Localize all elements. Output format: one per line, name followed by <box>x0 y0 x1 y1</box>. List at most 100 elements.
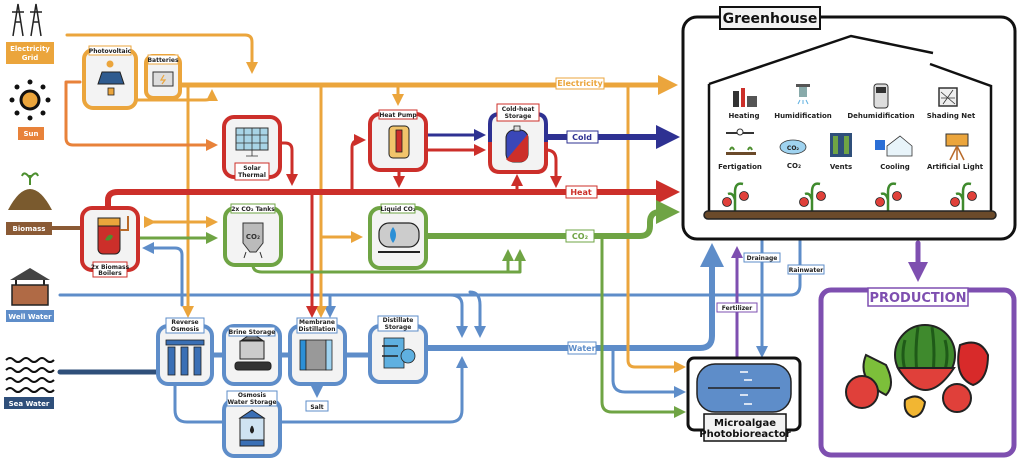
liquid-co2-node[interactable]: Liquid CO₂ <box>368 203 428 270</box>
production-title: PRODUCTION <box>869 291 966 306</box>
biomass-boilers-node[interactable]: 2x Biomass Boilers <box>80 206 140 278</box>
solar-thermal-panel-icon <box>235 127 269 157</box>
heating-label: Heating <box>728 112 759 120</box>
greenhouse-system-humidification: Humidification <box>774 84 832 120</box>
raceway-pond-icon <box>696 363 792 413</box>
source-well-water: Well Water <box>6 268 54 322</box>
liquid-co2-label: Liquid CO₂ <box>380 206 415 213</box>
humidifier-icon <box>796 84 810 105</box>
heat-to-heatpump <box>350 134 366 194</box>
source-sea-water: Sea Water <box>4 357 55 409</box>
source-sun: Sun <box>9 79 51 140</box>
cooling-label: Cooling <box>880 163 910 171</box>
well-water-label: Well Water <box>8 313 52 321</box>
co2-tanks-node[interactable]: CO₂ 2x CO₂ Tanks <box>223 203 283 267</box>
source-electricity-grid: Electricity Grid <box>6 3 54 64</box>
microalgae-label-2: Photobioreactor <box>699 429 790 440</box>
co2-to-microalgae <box>600 234 686 418</box>
tomato-plant-icon <box>722 182 749 211</box>
biomass-boilers-label: 2x Biomass <box>91 264 130 271</box>
tomato-plant-icon <box>950 182 977 211</box>
co2-line <box>423 200 680 239</box>
tomato-plants <box>722 182 977 211</box>
waves-icon <box>5 357 55 393</box>
brine-storage-label: Brine Storage <box>229 329 276 336</box>
water-storage-icon <box>238 409 266 447</box>
osmosis-water-storage-label-2: Water Storage <box>227 399 276 406</box>
source-biomass: Biomass <box>6 172 80 235</box>
greenhouse-system-artificial-light: Artificial Light <box>927 133 984 171</box>
greenhouse-system-shading-net: Shading Net <box>927 87 976 120</box>
batteries-node[interactable]: Batteries <box>144 54 182 100</box>
water-to-boiler <box>142 242 184 307</box>
heat-pump-label: Heat Pump <box>379 112 417 119</box>
sun-label: Sun <box>23 130 38 138</box>
cold-heat-storage-node[interactable]: Cold-heat Storage <box>488 103 548 174</box>
cold-heat-storage-label: Cold-heat <box>502 106 535 113</box>
solar-thermal-node[interactable]: Solar Thermal <box>222 115 282 181</box>
reverse-osmosis-label: Reverse <box>171 319 198 326</box>
vegetables-icon <box>845 324 990 419</box>
cooling-icon <box>875 135 913 157</box>
greenhouse-roof <box>707 34 993 214</box>
co2-tanks-label: 2x CO₂ Tanks <box>231 206 275 213</box>
tomato-plant-icon <box>799 182 826 211</box>
heat-pump-icon <box>388 125 410 159</box>
greenhouse-panel[interactable]: Greenhouse Heating Humidification Dehumi… <box>681 6 1017 241</box>
solar-thermal-label: Solar <box>243 165 261 172</box>
flow-labels: Electricity Cold Heat CO₂ Water Drainage… <box>555 77 825 355</box>
co2-label: CO₂ <box>787 162 801 170</box>
shading-net-label: Shading Net <box>927 112 976 120</box>
vents-label: Vents <box>830 163 852 171</box>
greenhouse-system-co2: CO₂ CO₂ <box>779 139 807 170</box>
distillate-tank-icon <box>382 337 416 369</box>
water-line <box>423 243 724 351</box>
brine-storage-node[interactable]: Brine Storage <box>222 324 282 386</box>
battery-icon <box>152 71 174 87</box>
tomato-plant-icon <box>875 182 902 211</box>
vents-icon <box>830 133 852 157</box>
distillate-storage-label-2: Storage <box>385 324 412 331</box>
heat-pump-node[interactable]: Heat Pump <box>368 109 428 172</box>
fertigation-icon <box>726 128 756 155</box>
co2-tank-icon-text: CO₂ <box>246 233 260 241</box>
electricity-flow-label: Electricity <box>557 79 603 88</box>
sea-water-label-box <box>4 397 54 409</box>
rainwater-label: Rainwater <box>789 267 824 274</box>
solar-thermal-label-2: Thermal <box>238 172 266 179</box>
distillate-storage-node[interactable]: Distillate Storage <box>368 315 428 384</box>
batteries-label: Batteries <box>147 57 179 64</box>
sun-icon <box>9 79 51 121</box>
electricity-grid-label-box <box>6 42 54 64</box>
membrane-distillation-label: Membrane <box>299 319 335 326</box>
co2-cloud-icon-text: CO₂ <box>787 145 800 152</box>
gas-cylinder-icon <box>505 125 529 163</box>
membrane-distillation-label-2: Distillation <box>298 326 335 333</box>
electricity-to-microalgae <box>626 83 686 373</box>
membrane-distillation-node[interactable]: Membrane Distillation Salt <box>288 317 347 412</box>
photovoltaic-label: Photovoltaic <box>89 48 132 55</box>
well-water-label-box <box>6 310 54 322</box>
biomass-pile-icon <box>8 172 52 210</box>
sun-label-box <box>18 127 44 140</box>
humidification-label: Humidification <box>774 112 832 120</box>
production-panel[interactable]: PRODUCTION <box>818 287 1017 458</box>
grid-line <box>65 33 258 74</box>
microalgae-photobioreactor-node[interactable]: Microalgae Photobioreactor <box>686 356 802 442</box>
biomass-boilers-label-2: Boilers <box>98 270 122 277</box>
membrane-icon <box>299 339 333 371</box>
greenhouse-system-dehumidification: Dehumidification <box>847 83 915 120</box>
co2-flow-label: CO₂ <box>572 232 589 241</box>
photovoltaic-node[interactable]: Photovoltaic <box>82 45 138 110</box>
cold-flow-label: Cold <box>572 133 592 142</box>
reverse-osmosis-node[interactable]: Reverse Osmosis <box>156 317 214 386</box>
fertilizer-label: Fertilizer <box>722 305 752 312</box>
grow-light-icon <box>945 133 969 161</box>
well-water-line <box>58 238 802 297</box>
heating-icon <box>733 88 757 107</box>
pv-to-main <box>135 89 218 102</box>
solar-panel-icon <box>97 60 125 96</box>
shading-net-icon <box>938 87 958 107</box>
osmosis-water-storage-node[interactable]: Osmosis Water Storage <box>222 390 282 458</box>
